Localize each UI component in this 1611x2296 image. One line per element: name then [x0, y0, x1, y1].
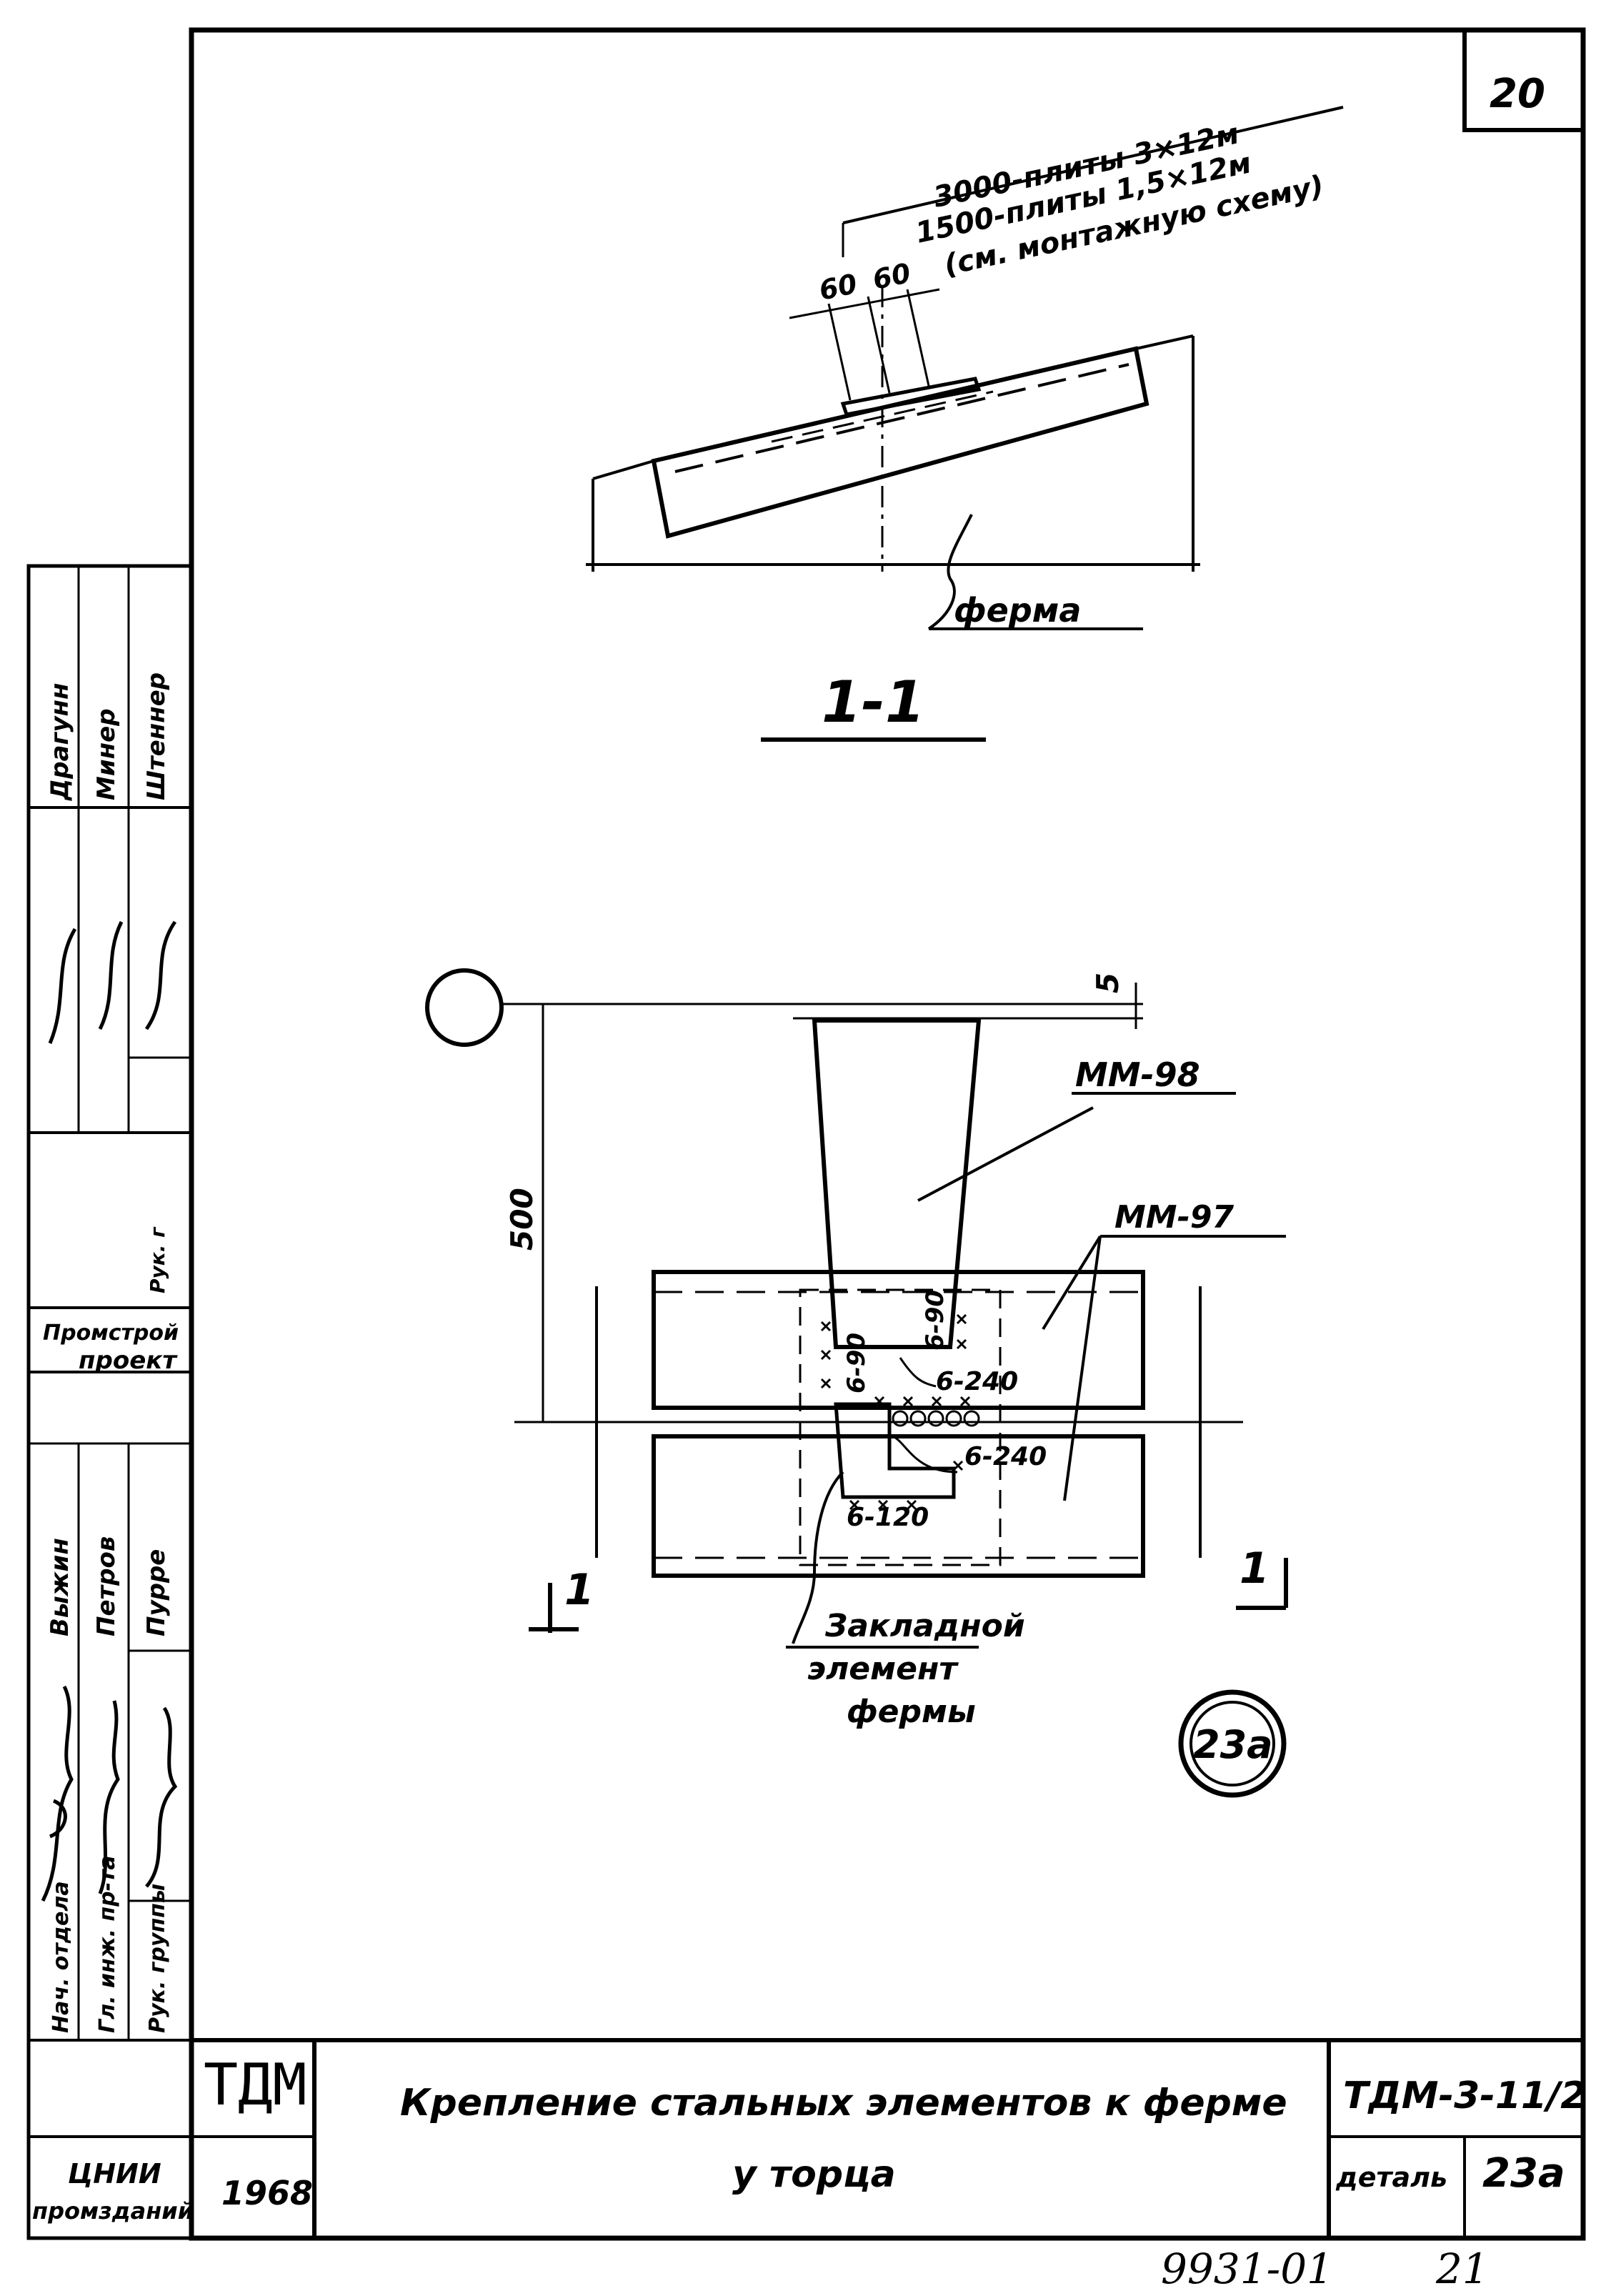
bottom-page: 21 [1435, 2245, 1489, 2293]
sheet-frame [26, 27, 1586, 2241]
weld-bottom-label: 6-120 [847, 1503, 929, 1532]
detail-mark-label: 23а [1193, 1722, 1273, 1767]
drawing-title-line1: Крепление стальных элементов к ферме [400, 2082, 1287, 2124]
stamp-name-2: Петров [92, 1536, 121, 1636]
detail-number: 23а [1482, 2150, 1565, 2197]
stamp-role-2: Гл. инж. пр-та [95, 1855, 120, 2033]
dim-60-left: 60 [817, 268, 860, 307]
stamp-signatures [41, 920, 178, 1902]
title-block-logo: ТДМ [204, 2052, 307, 2118]
title-block-year: 1968 [221, 2174, 313, 2212]
stamp-org-bottom: промзданий [32, 2197, 194, 2225]
embed-label-line2: элемент [807, 1651, 959, 1687]
stamp-org-top: ЦНИИ [68, 2158, 161, 2190]
section-label-1-1: 1-1 [822, 669, 925, 735]
stamp-role2-3: Штеннер [142, 672, 171, 800]
detail-word: деталь [1335, 2162, 1447, 2193]
section-mark-left: 1 [564, 1565, 594, 1615]
gap-dim-5: 5 [1090, 973, 1125, 993]
detail-plan-drawing [425, 968, 1288, 1798]
stamp-role-1: Нач. отдела [49, 1881, 74, 2033]
section-mark-right: 1 [1240, 1544, 1270, 1594]
part-mm97-label: ММ-97 [1114, 1199, 1234, 1236]
weld-top-label: 6-240 [936, 1367, 1018, 1396]
stamp-org2-line1: Промстрой [43, 1321, 179, 1346]
bottom-number: 9931-01 [1161, 2245, 1333, 2293]
weld-left-label: 6-90 [842, 1333, 871, 1393]
part-mm98-label: ММ-98 [1075, 1055, 1200, 1094]
truss-label: ферма [954, 591, 1081, 630]
page-number: 20 [1490, 71, 1545, 117]
embed-label-line3: фермы [847, 1694, 976, 1730]
stamp-role2-2: Минер [92, 708, 121, 800]
stamp-name-1: Выжин [46, 1538, 74, 1636]
stamp-misc: Рук. г [146, 1226, 169, 1293]
weld-mid-label: 6-240 [964, 1442, 1047, 1471]
section-1-1-drawing [586, 106, 1344, 742]
embed-label-line1: Закладной [824, 1608, 1025, 1644]
stamp-role2-1: Драгунн [46, 683, 74, 801]
weld-right-label: 6-90 [921, 1290, 949, 1351]
stamp-org2-line2: проект [79, 1346, 178, 1375]
stamp-name-3: Пурре [142, 1549, 171, 1636]
drawing-code: ТДМ-3-11/2 [1343, 2074, 1586, 2117]
stamp-role-3: Рук. группы [145, 1884, 170, 2033]
height-dim-500: 500 [504, 1188, 539, 1251]
dim-60-right: 60 [870, 257, 914, 296]
drawing-title-line2: у торца [732, 2153, 896, 2196]
